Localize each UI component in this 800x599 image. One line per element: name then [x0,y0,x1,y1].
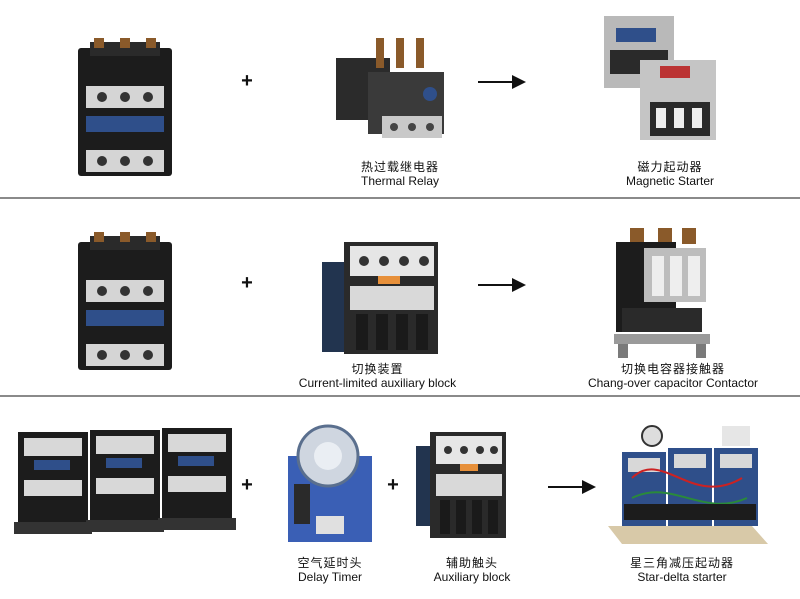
row-divider-2 [0,395,800,397]
arrow-right-icon [548,480,596,494]
magnetic-starter-caption: 磁力起动器 Magnetic Starter [605,160,735,188]
auxiliary-block-image-row3 [414,426,510,544]
star-delta-starter-caption: 星三角减压起动器 Star-delta starter [612,556,752,584]
caption-en: Chang-over capacitor Contactor [587,376,759,390]
ac-contactor-icon [78,38,172,176]
three-contactors-image [14,426,236,538]
capacitor-contactor-image [608,222,718,362]
thermal-relay-caption: 热过载继电器 Thermal Relay [340,160,460,188]
delay-timer-caption: 空气延时头 Delay Timer [270,556,390,584]
caption-en: Star-delta starter [637,570,727,584]
capacitor-contactor-caption: 切换电容器接触器 Chang-over capacitor Contactor [580,362,766,390]
plus-operator: + [241,474,253,496]
caption-en: Delay Timer [297,570,362,584]
auxiliary-block-caption-row2: 切换装置 Current-limited auxiliary block [290,362,465,390]
delay-timer-image [276,424,380,546]
caption-cn: 空气延时头 [297,556,363,570]
caption-cn: 切换电容器接触器 [620,362,725,376]
caption-cn: 磁力起动器 [637,160,703,174]
auxiliary-block-caption-row3: 辅助触头 Auxiliary block [412,556,532,584]
magnetic-starter-icon [604,16,716,140]
caption-en: Thermal Relay [360,174,440,188]
arrow-right-icon [478,75,526,89]
thermal-relay-icon [336,38,444,138]
auxiliary-block-icon [322,242,438,354]
caption-cn: 星三角减压起动器 [629,556,734,570]
delay-timer-icon [288,424,372,542]
caption-cn: 切换装置 [351,362,404,376]
auxiliary-block-icon [416,432,506,538]
caption-en: Current-limited auxiliary block [298,376,457,390]
ac-contactor-icon [78,232,172,370]
auxiliary-block-image-row2 [320,232,440,364]
caption-cn: 热过载继电器 [360,160,439,174]
plus-operator: + [387,474,399,496]
star-delta-starter-icon [608,425,768,544]
thermal-relay-image [332,38,448,146]
magnetic-starter-image [600,10,720,150]
star-delta-starter-image [602,418,772,550]
row-divider-1 [0,197,800,199]
caption-en: Magnetic Starter [625,174,715,188]
caption-cn: 辅助触头 [445,556,498,570]
caption-en: Auxiliary block [433,570,511,584]
plus-operator: + [241,272,253,294]
three-contactors-icon [14,428,236,534]
capacitor-contactor-icon [614,228,710,358]
ac-contactor-image-row1 [72,38,178,180]
ac-contactor-image-row2 [72,232,178,374]
arrow-right-icon [478,278,526,292]
plus-operator: + [241,70,253,92]
